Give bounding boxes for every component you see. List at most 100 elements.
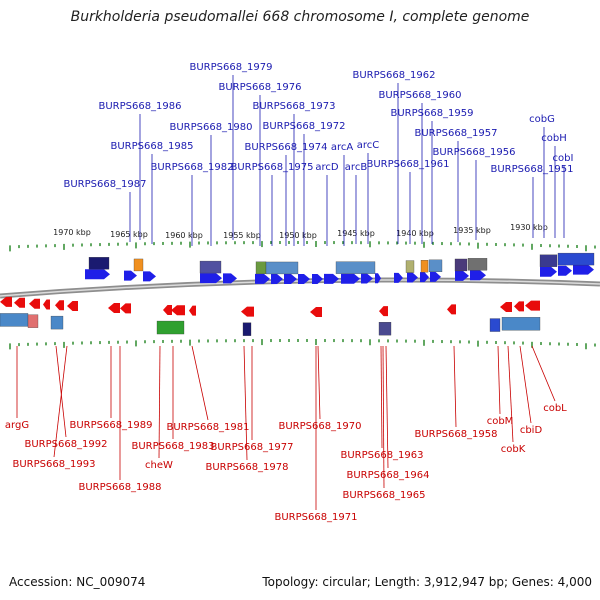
forward-gene-arrow bbox=[394, 272, 403, 283]
forward-gene-label: arcC bbox=[357, 140, 380, 151]
forward-feature-box bbox=[405, 260, 415, 273]
reverse-gene-label: BURPS668_1993 bbox=[12, 459, 95, 470]
forward-gene-label: cobG bbox=[529, 114, 555, 125]
forward-gene-arrow bbox=[85, 269, 110, 280]
accession-text: Accession: NC_009074 bbox=[9, 575, 146, 589]
reverse-gene-arrow bbox=[310, 306, 322, 317]
reverse-leader-line bbox=[507, 345, 514, 443]
reverse-gene-arrow bbox=[163, 304, 172, 315]
scale-tick-label: 1950 kbp bbox=[279, 231, 317, 240]
forward-gene-arrow bbox=[200, 273, 222, 284]
reverse-gene-label: BURPS668_1983 bbox=[131, 441, 214, 452]
reverse-feature-box bbox=[501, 317, 541, 331]
reverse-gene-arrow bbox=[67, 300, 78, 311]
reverse-gene-label: BURPS668_1971 bbox=[274, 512, 357, 523]
forward-gene-label: BURPS668_1974 bbox=[244, 142, 327, 153]
forward-gene-label: arcD bbox=[315, 162, 339, 173]
reverse-leader-line bbox=[453, 345, 457, 428]
topology-text: Topology: circular; Length: 3,912,947 bp… bbox=[262, 575, 592, 589]
forward-gene-label: BURPS668_1956 bbox=[432, 147, 515, 158]
forward-feature-box bbox=[335, 261, 376, 274]
reverse-leader-line bbox=[531, 345, 556, 402]
forward-gene-arrow bbox=[455, 270, 469, 281]
reverse-gene-arrow bbox=[108, 302, 120, 313]
forward-gene-arrow bbox=[430, 271, 441, 282]
forward-gene-arrow bbox=[573, 264, 594, 275]
reverse-gene-label: BURPS668_1978 bbox=[205, 462, 288, 473]
forward-gene-arrow bbox=[143, 271, 156, 282]
reverse-gene-label: BURPS668_1989 bbox=[69, 420, 152, 431]
forward-feature-box bbox=[557, 252, 595, 266]
forward-gene-arrow bbox=[255, 273, 270, 284]
forward-gene-arrow bbox=[223, 273, 237, 284]
reverse-gene-arrow bbox=[55, 300, 64, 311]
forward-feature-box bbox=[255, 261, 267, 274]
scale-tick-label: 1970 kbp bbox=[53, 228, 91, 237]
reverse-feature-box bbox=[378, 322, 392, 336]
forward-gene-label: BURPS668_1951 bbox=[490, 164, 573, 175]
forward-feature-box bbox=[420, 260, 429, 273]
scale-tick-label: 1955 kbp bbox=[223, 231, 261, 240]
forward-gene-arrow bbox=[540, 266, 557, 277]
reverse-gene-arrow bbox=[500, 302, 512, 313]
reverse-gene-label: cheW bbox=[145, 460, 173, 471]
reverse-leader-line bbox=[382, 345, 385, 489]
reverse-feature-box bbox=[50, 315, 64, 330]
forward-gene-arrow bbox=[284, 273, 297, 284]
forward-gene-arrow bbox=[375, 273, 381, 284]
scale-tick-label: 1935 kbp bbox=[453, 226, 491, 235]
reverse-gene-arrow bbox=[447, 304, 456, 315]
forward-gene-label: BURPS668_1987 bbox=[63, 179, 146, 190]
reverse-gene-label: BURPS668_1963 bbox=[340, 450, 423, 461]
reverse-gene-label: BURPS668_1992 bbox=[24, 439, 107, 450]
reverse-feature-box bbox=[242, 322, 252, 336]
scale-tick-label: 1965 kbp bbox=[110, 230, 148, 239]
reverse-gene-label: cobL bbox=[543, 403, 567, 414]
forward-gene-label: BURPS668_1961 bbox=[366, 159, 449, 170]
reverse-leader-line bbox=[317, 345, 321, 420]
forward-gene-label: BURPS668_1973 bbox=[252, 101, 335, 112]
reverse-gene-arrow bbox=[29, 298, 40, 309]
forward-gene-label: BURPS668_1985 bbox=[110, 141, 193, 152]
reverse-gene-label: BURPS668_1981 bbox=[166, 422, 249, 433]
reverse-leader-line bbox=[243, 345, 248, 461]
reverse-gene-arrow bbox=[0, 296, 12, 307]
forward-gene-arrow bbox=[312, 273, 323, 284]
forward-gene-label: BURPS668_1982 bbox=[150, 162, 233, 173]
reverse-gene-arrow bbox=[241, 306, 254, 317]
reverse-gene-arrow bbox=[171, 305, 185, 316]
forward-gene-arrow bbox=[470, 270, 486, 281]
forward-gene-arrow bbox=[420, 272, 429, 283]
reverse-gene-label: cbiD bbox=[520, 425, 543, 436]
forward-gene-label: arcA bbox=[331, 142, 354, 153]
reverse-gene-arrow bbox=[43, 299, 50, 310]
forward-gene-label: BURPS668_1972 bbox=[262, 121, 345, 132]
forward-feature-box bbox=[428, 259, 443, 273]
forward-feature-box bbox=[454, 258, 468, 272]
forward-gene-arrow bbox=[124, 270, 137, 281]
reverse-gene-label: BURPS668_1964 bbox=[346, 470, 429, 481]
forward-gene-arrow bbox=[271, 273, 283, 284]
scale-tick-label: 1930 kbp bbox=[510, 223, 548, 232]
forward-gene-label: BURPS668_1979 bbox=[189, 62, 272, 73]
reverse-feature-box bbox=[156, 320, 185, 335]
forward-feature-box bbox=[199, 260, 222, 274]
reverse-leader-line bbox=[158, 345, 161, 459]
reverse-gene-label: BURPS668_1970 bbox=[278, 421, 361, 432]
reverse-leader-line bbox=[191, 345, 209, 421]
forward-feature-box bbox=[88, 257, 110, 270]
reverse-leader-line bbox=[519, 345, 532, 424]
reverse-gene-label: argG bbox=[5, 420, 29, 431]
forward-gene-arrow bbox=[341, 273, 360, 284]
forward-gene-arrow bbox=[407, 272, 418, 283]
reverse-gene-label: cobM bbox=[487, 416, 514, 427]
forward-gene-arrow bbox=[558, 265, 572, 276]
forward-gene-label: arcB bbox=[345, 162, 368, 173]
reverse-gene-label: BURPS668_1988 bbox=[78, 482, 161, 493]
forward-gene-label: BURPS668_1960 bbox=[378, 90, 461, 101]
forward-gene-label: cobH bbox=[541, 133, 566, 144]
reverse-gene-arrow bbox=[120, 303, 131, 314]
reverse-leader-line bbox=[380, 345, 383, 449]
forward-gene-arrow bbox=[324, 273, 339, 284]
